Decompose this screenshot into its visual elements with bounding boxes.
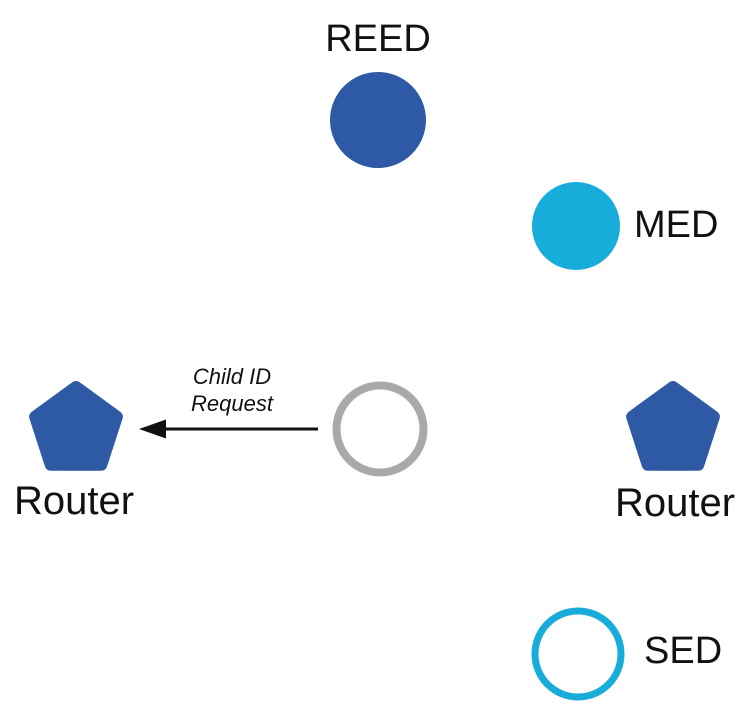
sed-node-label: SED <box>644 630 723 672</box>
sed-node-circle <box>531 607 625 701</box>
reed-node-label: REED <box>325 18 431 60</box>
router-left-label: Router <box>14 479 135 523</box>
med-node-label: MED <box>634 204 719 246</box>
child-id-request-arrowhead <box>139 419 166 439</box>
child-id-request-label-line1: Child ID <box>192 364 272 389</box>
child-id-request-label-line2: Request <box>191 391 273 416</box>
reed-node-circle <box>330 72 426 168</box>
router-right-pentagon <box>626 381 720 471</box>
med-node-circle <box>532 182 620 270</box>
router-right-label: Router <box>614 481 736 525</box>
router-left-pentagon <box>29 381 123 471</box>
child-id-request-label: Child ID Request <box>152 363 312 417</box>
joining-device-circle <box>332 381 428 477</box>
